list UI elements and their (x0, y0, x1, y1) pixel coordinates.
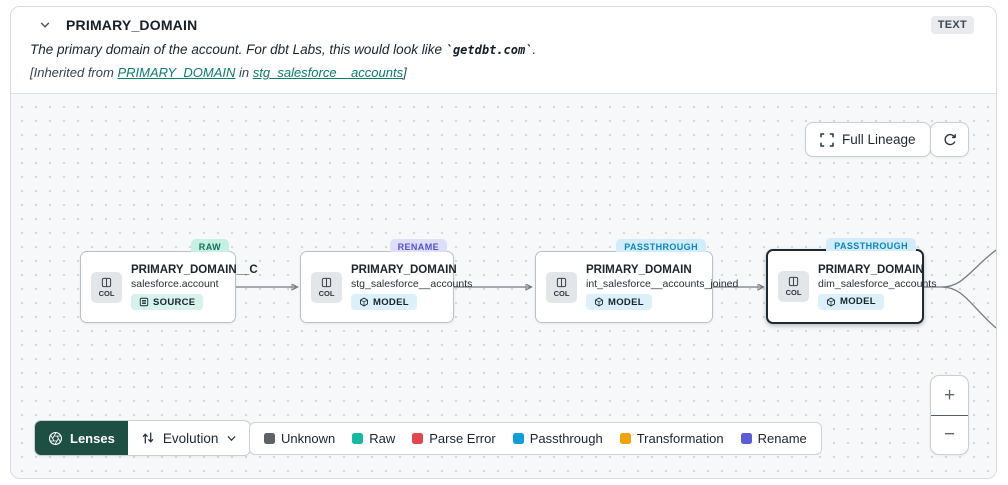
node-resource-tag: SOURCE (131, 294, 204, 310)
legend-swatch (512, 433, 524, 444)
legend-label: Parse Error (429, 431, 496, 446)
legend-item-raw: Raw (352, 431, 395, 446)
legend-item-passthrough: Passthrough (512, 431, 603, 446)
evolution-legend: Unknown Raw Parse Error Passthrough Tran… (249, 422, 822, 455)
node-resource-tag: MODEL (351, 294, 417, 310)
lineage-node-staging[interactable]: RENAME COL PRIMARY_DOMAIN stg_salesforce… (300, 239, 472, 323)
lineage-node-dim-selected[interactable]: PASSTHROUGH COL PRIMARY_DOMAIN dim_sales… (766, 238, 936, 324)
aperture-icon (49, 431, 62, 445)
resource-tag-label: MODEL (373, 296, 409, 308)
resource-tag-label: SOURCE (153, 296, 196, 308)
full-lineage-button[interactable]: Full Lineage (805, 122, 931, 157)
column-icon (321, 277, 332, 287)
node-subtitle: stg_salesforce__accounts (351, 278, 473, 290)
model-icon (827, 297, 835, 306)
legend-label: Transformation (636, 431, 724, 446)
lineage-canvas[interactable]: RAW COL PRIMARY_DOMAIN__C salesforce.acc… (11, 93, 996, 478)
fullscreen-icon (820, 132, 834, 147)
full-lineage-label: Full Lineage (842, 132, 916, 147)
inherited-column-link[interactable]: PRIMARY_DOMAIN (117, 65, 236, 80)
lineage-edges (236, 249, 996, 329)
resource-tag-label: MODEL (840, 296, 876, 307)
node-resource-tag: MODEL (818, 293, 884, 310)
column-type-box: COL (778, 271, 809, 302)
inherited-suffix: ] (403, 65, 407, 80)
column-header: PRIMARY_DOMAIN TEXT The primary domain o… (11, 7, 996, 93)
column-lineage-panel: PRIMARY_DOMAIN TEXT The primary domain o… (10, 6, 997, 479)
col-label: COL (318, 288, 335, 298)
column-icon (788, 276, 799, 287)
zoom-out-button[interactable]: − (931, 415, 968, 454)
node-resource-tag: MODEL (586, 294, 652, 310)
inherited-model-link[interactable]: stg_salesforce__accounts (252, 65, 404, 80)
legend-item-transformation: Transformation (619, 431, 724, 446)
model-icon (360, 297, 368, 307)
legend-label: Raw (369, 431, 396, 446)
column-type-box: COL (546, 271, 577, 303)
column-title: PRIMARY_DOMAIN (66, 17, 198, 33)
column-icon (556, 277, 567, 287)
lens-selected-value: Evolution (162, 430, 219, 446)
source-icon (139, 297, 149, 307)
column-type-box: COL (91, 271, 122, 303)
node-subtitle: salesforce.account (131, 278, 219, 290)
legend-label: Passthrough (529, 431, 603, 446)
zoom-in-button[interactable]: + (943, 384, 956, 406)
node-title: PRIMARY_DOMAIN (586, 264, 692, 276)
inherited-prefix: [Inherited from (30, 65, 118, 80)
node-title: PRIMARY_DOMAIN (818, 263, 924, 276)
description-text: The primary domain of the account. For d… (30, 42, 446, 57)
legend-swatch (619, 433, 631, 444)
column-description: The primary domain of the account. For d… (30, 42, 974, 57)
column-type-box: COL (311, 271, 342, 303)
col-label: COL (98, 288, 115, 298)
zoom-controls: + − (930, 375, 969, 455)
node-title: PRIMARY_DOMAIN__C (131, 264, 258, 276)
node-subtitle: int_salesforce__accounts_joined (586, 278, 739, 290)
legend-label: Rename (757, 431, 807, 446)
legend-swatch (264, 433, 275, 444)
legend-label: Unknown (281, 431, 336, 446)
node-title: PRIMARY_DOMAIN (351, 264, 457, 276)
refresh-icon (944, 133, 956, 145)
inherited-middle: in (235, 65, 253, 80)
evolution-icon (142, 432, 154, 444)
col-label: COL (553, 288, 570, 298)
lenses-label: Lenses (70, 430, 115, 446)
chevron-down-icon (228, 435, 236, 441)
lenses-button[interactable]: Lenses (35, 421, 128, 455)
lineage-node-intermediate[interactable]: PASSTHROUGH COL PRIMARY_DOMAIN int_sales… (535, 239, 738, 323)
legend-item-parse-error: Parse Error (412, 431, 496, 446)
lineage-node-source[interactable]: RAW COL PRIMARY_DOMAIN__C salesforce.acc… (80, 239, 258, 323)
description-code: `getdbt.com` (445, 43, 533, 57)
legend-swatch (740, 433, 752, 444)
description-suffix: . (532, 42, 537, 57)
model-icon (595, 297, 603, 307)
resource-tag-label: MODEL (608, 296, 644, 308)
col-label: COL (785, 288, 802, 297)
column-icon (101, 277, 112, 287)
collapse-chevron-icon[interactable] (39, 19, 51, 31)
legend-swatch (412, 433, 424, 444)
node-subtitle: dim_salesforce_accounts (818, 277, 937, 290)
lenses-control: Lenses Evolution (34, 420, 252, 456)
refresh-button[interactable] (930, 122, 969, 157)
legend-item-unknown: Unknown (264, 431, 335, 446)
lens-dropdown[interactable]: Evolution (128, 421, 251, 455)
column-type-badge: TEXT (930, 16, 974, 34)
legend-swatch (352, 433, 364, 444)
legend-item-rename: Rename (740, 431, 807, 446)
inherited-from-line: [Inherited from PRIMARY_DOMAIN in stg_sa… (30, 65, 974, 80)
